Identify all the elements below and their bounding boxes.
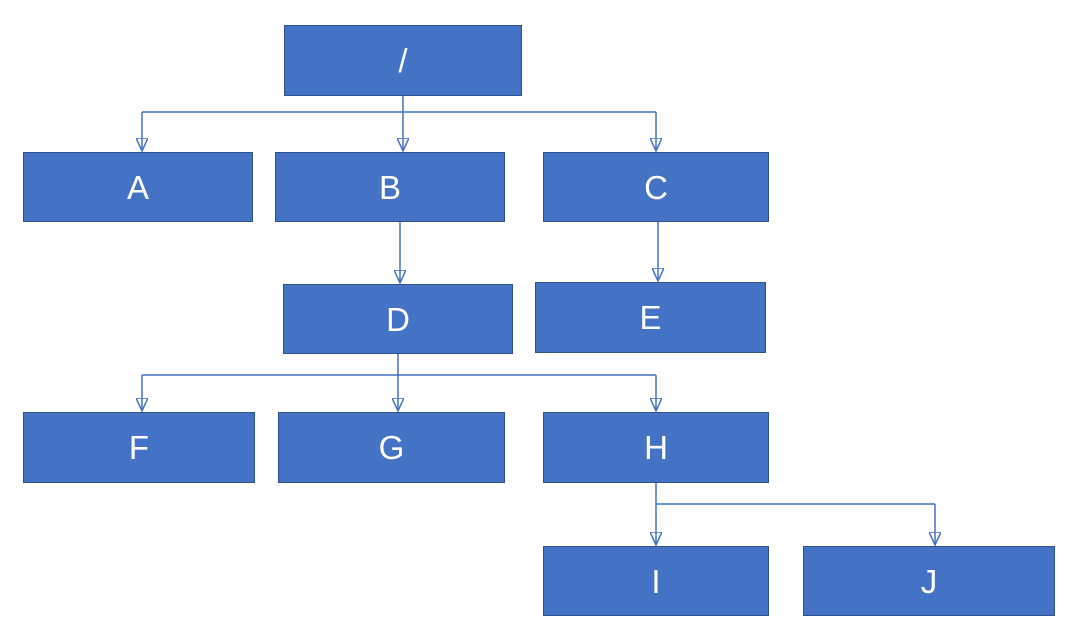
node-a: A xyxy=(23,152,253,222)
node-j: J xyxy=(803,546,1055,616)
node-i: I xyxy=(543,546,769,616)
node-b-label: B xyxy=(378,168,401,206)
node-g-label: G xyxy=(378,429,405,466)
node-g: G xyxy=(278,412,505,483)
node-f-label: F xyxy=(128,429,150,466)
node-e: E xyxy=(535,282,766,353)
node-e-label: E xyxy=(639,299,662,336)
node-h-label: H xyxy=(644,429,668,466)
node-d: D xyxy=(283,284,513,354)
node-j-label: J xyxy=(920,562,938,600)
node-i-label: I xyxy=(651,562,661,600)
node-root: / xyxy=(284,25,522,96)
node-c-label: C xyxy=(644,168,668,206)
node-b: B xyxy=(275,152,505,222)
node-f: F xyxy=(23,412,255,483)
node-d-label: D xyxy=(386,300,410,338)
node-h: H xyxy=(543,412,769,483)
node-root-label: / xyxy=(398,42,408,79)
node-a-label: A xyxy=(126,168,149,206)
node-c: C xyxy=(543,152,769,222)
